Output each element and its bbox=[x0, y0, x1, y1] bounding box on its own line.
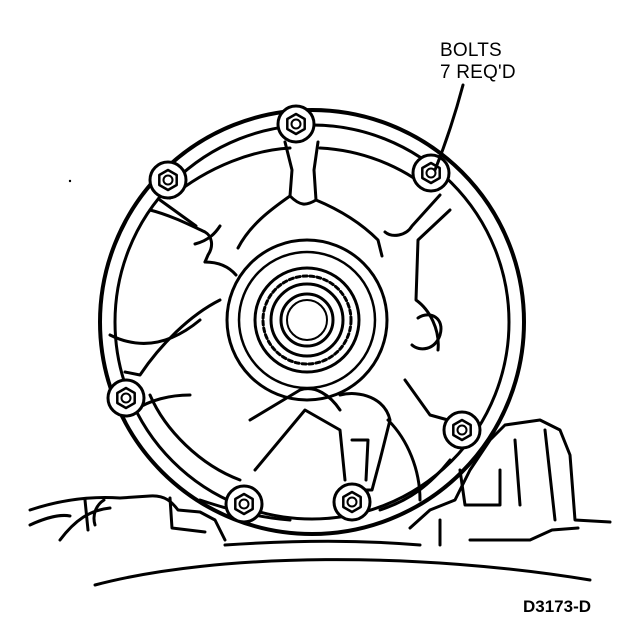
figure-id-label: D3173-D bbox=[523, 597, 592, 616]
transmission-case bbox=[28, 418, 612, 587]
callout-line-2: 7 REQ'D bbox=[440, 62, 516, 83]
bolt-7 bbox=[332, 482, 372, 522]
callout-leader-line bbox=[433, 83, 465, 172]
bolts-group bbox=[106, 104, 482, 524]
callout-line-1: BOLTS bbox=[440, 40, 502, 61]
center-bearing-assembly bbox=[225, 238, 389, 402]
bolt-4 bbox=[106, 378, 146, 418]
bolt-5 bbox=[442, 410, 482, 450]
bolt-1 bbox=[276, 104, 316, 144]
bolt-3 bbox=[411, 153, 451, 193]
housing-inner-web bbox=[108, 140, 452, 522]
bolt-2 bbox=[148, 160, 188, 200]
bolts-callout: BOLTS 7 REQ'D bbox=[440, 40, 516, 84]
speck-mark bbox=[68, 179, 72, 183]
bolt-6 bbox=[224, 484, 264, 524]
